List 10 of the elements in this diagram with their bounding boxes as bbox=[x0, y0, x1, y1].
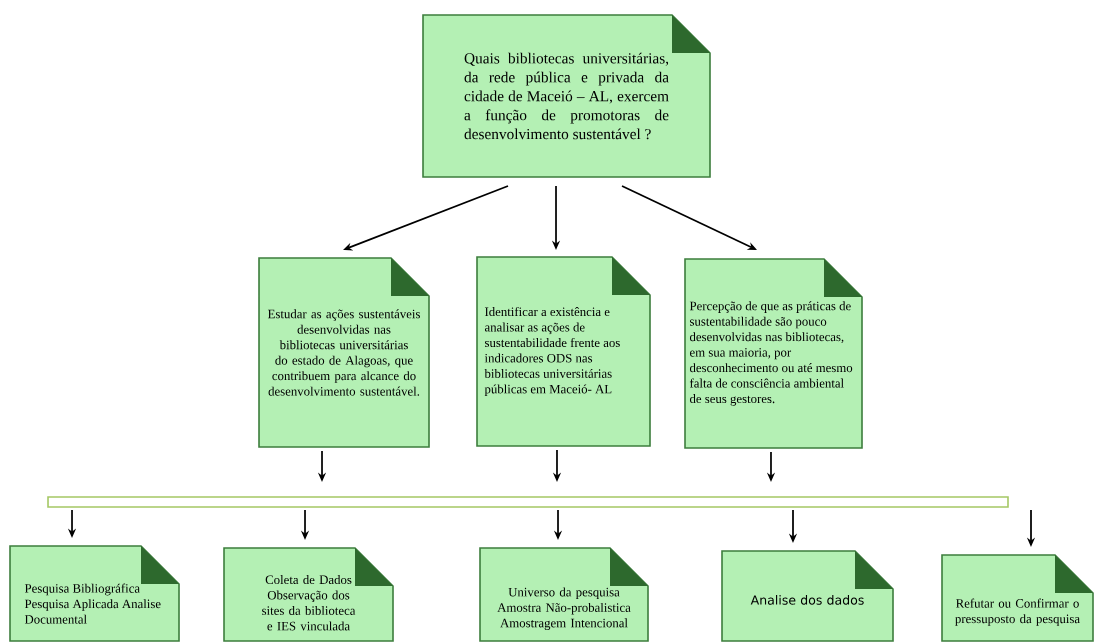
note-box: Refutar ou Confirmar o pressuposto da pesquisa bbox=[941, 554, 1094, 642]
note-box: Percepção de que as práticas de sustentabilidade são pouco desenvolvidas nas bibliotecas, em sua maioria, por desconhecimento ou até mesmo falta de consciência ambiental de seus gestores. bbox=[684, 258, 863, 449]
note-box: Quais bibliotecas universitárias, da rede pública e privada da cidade de Maceió – AL, exercem a função de promotoras de desenvolvimento sustentável ? bbox=[422, 14, 711, 178]
note-box: Pesquisa Bibliográfica Pesquisa Aplicada Analise Documental bbox=[9, 545, 180, 642]
note-box: Coleta de Dados Observação dos sites da biblioteca e IES vinculada bbox=[223, 547, 394, 642]
note-box: Identificar a existência e analisar as ações de sustentabilidade frente aos indicadores ODS nas bibliotecas universitárias públicas em Maceió- AL bbox=[476, 256, 651, 447]
note-box: Estudar as ações sustentáveis desenvolvidas nas bibliotecas universitárias do estado de Alagoas, que contribuem para alcance do desenvolvimento sustentável. bbox=[258, 257, 430, 448]
note-box: Analise dos dados bbox=[721, 550, 894, 642]
connector-bar bbox=[47, 496, 1009, 508]
note-box: Universo da pesquisa Amostra Não-probalistica Amostragem Intencional bbox=[479, 547, 649, 642]
